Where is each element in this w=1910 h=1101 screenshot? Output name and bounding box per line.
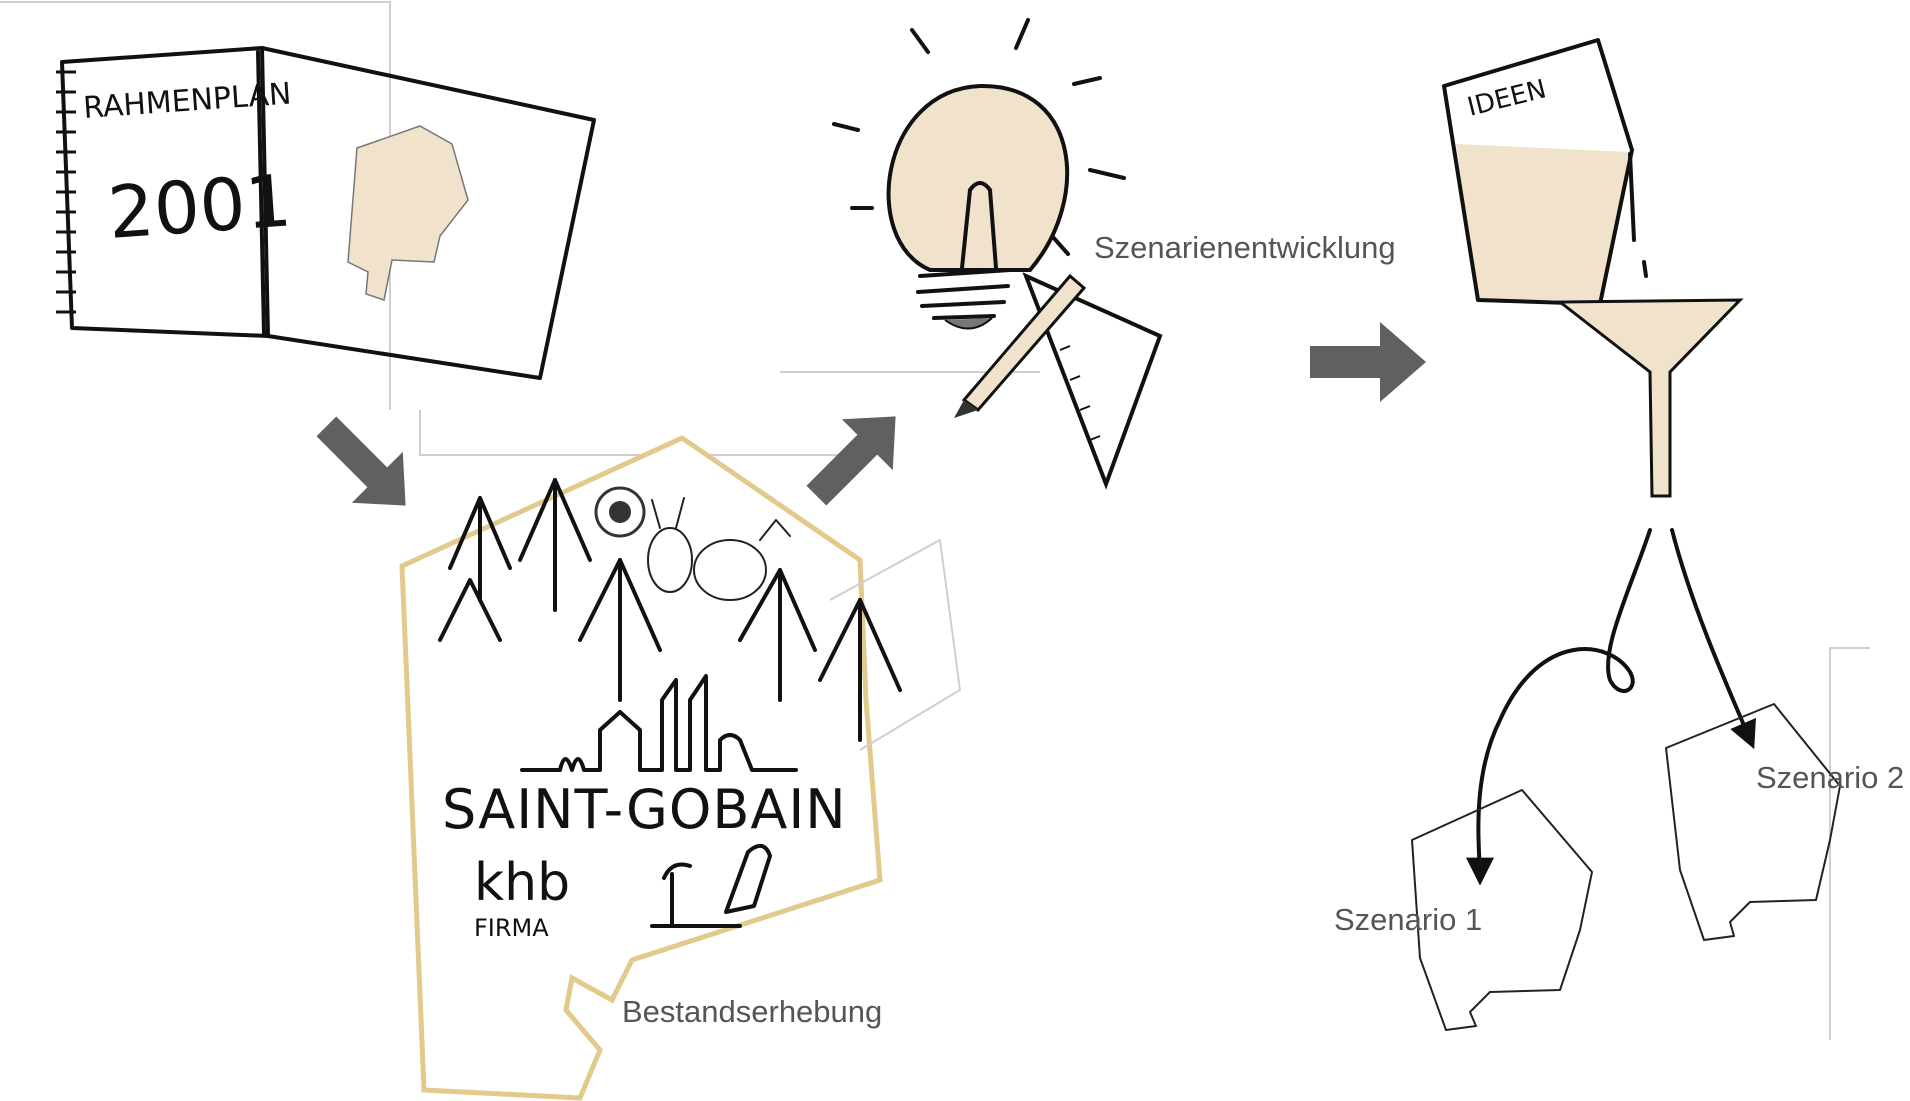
label-bestandserhebung: Bestandserhebung: [622, 994, 882, 1029]
notebook-map-shape: [347, 125, 469, 301]
arrow-down-right-icon: [316, 416, 406, 506]
ideas-cup: IDEEN: [1442, 38, 1648, 306]
funnel-icon: [1555, 298, 1744, 498]
scenario-2-shape: [1665, 703, 1841, 941]
cup-label: IDEEN: [1464, 74, 1549, 122]
light-rays-icon: [832, 18, 1126, 256]
label-szenario-1: Szenario 1: [1334, 902, 1482, 937]
flow-arrows: [316, 322, 1426, 506]
shovel-plant-icon: [650, 844, 772, 928]
notebook-year: 2001: [105, 158, 294, 255]
spiral-binding-icon: [56, 70, 76, 314]
lightbulb-icon: [886, 83, 1070, 272]
scenario-branches: [1411, 528, 1841, 1031]
branch-scenario-1: [1465, 528, 1652, 886]
arrow-up-right-icon: [806, 416, 896, 506]
firma-text: FIRMA: [474, 914, 549, 942]
idea-lightbulb: [832, 18, 1163, 490]
label-szenario-2: Szenario 2: [1756, 760, 1904, 795]
label-szenarienentwicklung: Szenarienentwicklung: [1094, 230, 1396, 265]
set-square-icon: [1022, 272, 1163, 490]
company-name: SAINT-GOBAIN: [442, 778, 847, 841]
khb-logo-text: khb: [474, 853, 570, 913]
forest-trees-icon: [438, 478, 902, 742]
arrow-right-icon: [1310, 322, 1426, 402]
scenario-1-shape: [1411, 789, 1593, 1031]
eye-badge-icon: [594, 486, 646, 538]
site-map-sketch: SAINT-GOBAIN khb FIRMA: [399, 435, 962, 1101]
branch-scenario-2: [1670, 528, 1756, 750]
rahmenplan-notebook: RAHMENPLAN 2001: [56, 46, 596, 380]
city-skyline-icon: [520, 674, 798, 772]
animals-icon: [647, 497, 791, 601]
